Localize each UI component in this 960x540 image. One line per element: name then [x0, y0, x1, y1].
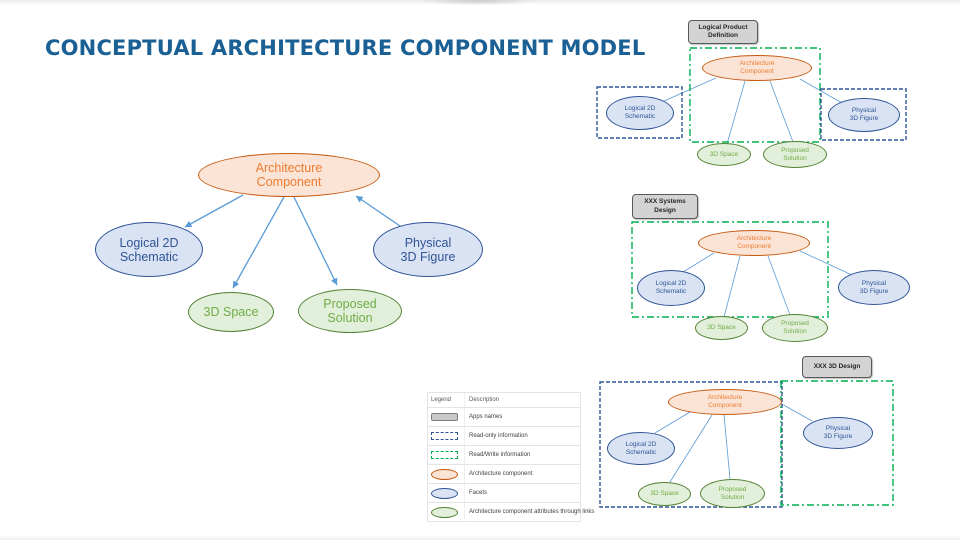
legend-header-row: Legend Description — [428, 393, 580, 407]
legend-row: Read-only information — [428, 426, 580, 445]
node-3d-space: 3D Space — [695, 316, 748, 340]
connector-ac-to-3dspace — [232, 196, 285, 289]
node-proposed-solution: Proposed Solution — [763, 141, 827, 168]
node-architecture-component: Architecture Component — [198, 153, 380, 197]
node-3d-space: 3D Space — [638, 482, 691, 506]
node-proposed-solution: Proposed Solution — [700, 479, 765, 508]
node-logical-2d-schematic: Logical 2D Schematic — [607, 432, 675, 465]
app-label-logical-product-definition: Logical Product Definition — [688, 20, 758, 44]
connector — [726, 80, 746, 145]
mini3-read-write-boundary — [780, 380, 894, 506]
node-physical-3d-figure: Physical 3D Figure — [373, 222, 483, 277]
node-physical-3d-figure: Physical 3D Figure — [828, 98, 900, 132]
mini1-read-write-boundary — [689, 47, 821, 143]
connector — [682, 252, 715, 273]
legend-table: Legend Description Apps names Read-only … — [427, 392, 594, 522]
main-diagram-connectors — [184, 194, 401, 289]
node-3d-space: 3D Space — [697, 143, 751, 166]
read-only-border-swatch — [431, 432, 458, 440]
legend-row: Architecture component attributes throug… — [428, 502, 594, 521]
node-physical-3d-figure: Physical 3D Figure — [803, 417, 873, 449]
mini2-connectors — [682, 250, 853, 318]
legend-description: Architecture component attributes throug… — [469, 509, 595, 515]
node-physical-3d-figure: Physical 3D Figure — [838, 270, 910, 305]
mini1-read-only-boundary-left — [596, 86, 683, 139]
legend-description: Facets — [469, 490, 488, 496]
connector — [654, 77, 717, 106]
apps-names-swatch — [431, 413, 458, 421]
read-write-border-swatch — [431, 451, 458, 459]
legend-description: Read/Write information — [469, 452, 531, 458]
legend-description: Architecture component — [469, 471, 533, 477]
connector-ac-to-logical — [184, 194, 244, 228]
connector — [723, 255, 741, 318]
connector — [779, 402, 813, 422]
connector — [723, 414, 731, 480]
node-architecture-component: Architecture Component — [698, 230, 810, 256]
legend-header-legend: Legend — [428, 393, 465, 407]
legend-row: Apps names — [428, 407, 580, 426]
connector — [669, 414, 713, 483]
node-logical-2d-schematic: Logical 2D Schematic — [637, 270, 705, 306]
mini3-connectors — [654, 402, 813, 483]
mini1-connectors — [654, 77, 843, 145]
app-label-xxx-systems-design: XXX Systems Design — [632, 194, 698, 219]
node-architecture-component: Architecture Component — [702, 55, 812, 81]
architecture-ellipse-swatch — [431, 468, 458, 480]
legend-row: Facets — [428, 483, 580, 502]
legend-description: Apps names — [469, 414, 503, 420]
node-logical-2d-schematic: Logical 2D Schematic — [606, 96, 674, 130]
toolbar-shadow-smudge — [420, 0, 536, 5]
legend-description: Read-only information — [469, 433, 528, 439]
mini2-read-write-boundary — [631, 221, 829, 318]
legend-row: Read/Write information — [428, 445, 580, 464]
connector — [769, 80, 794, 143]
mini1-read-only-boundary-right — [820, 88, 907, 141]
mini3-read-only-boundary — [599, 381, 783, 508]
connector — [799, 250, 853, 276]
node-architecture-component: Architecture Component — [668, 389, 782, 415]
connector-ac-to-proposed — [293, 196, 338, 286]
attribute-ellipse-swatch — [431, 506, 458, 518]
connector — [767, 255, 791, 316]
facet-ellipse-swatch — [431, 487, 458, 499]
bottom-edge-shadow — [0, 535, 960, 540]
connector-physical-to-ac — [355, 195, 401, 227]
legend-row: Architecture component — [428, 464, 580, 483]
node-proposed-solution: Proposed Solution — [762, 314, 828, 342]
app-label-xxx-3d-design: XXX 3D Design — [802, 356, 872, 378]
legend-header-description: Description — [469, 397, 500, 403]
connector — [654, 411, 691, 434]
node-3d-space: 3D Space — [188, 292, 274, 332]
node-proposed-solution: Proposed Solution — [298, 289, 402, 333]
page-title: CONCEPTUAL ARCHITECTURE COMPONENT MODEL — [45, 36, 646, 60]
node-logical-2d-schematic: Logical 2D Schematic — [95, 222, 203, 277]
